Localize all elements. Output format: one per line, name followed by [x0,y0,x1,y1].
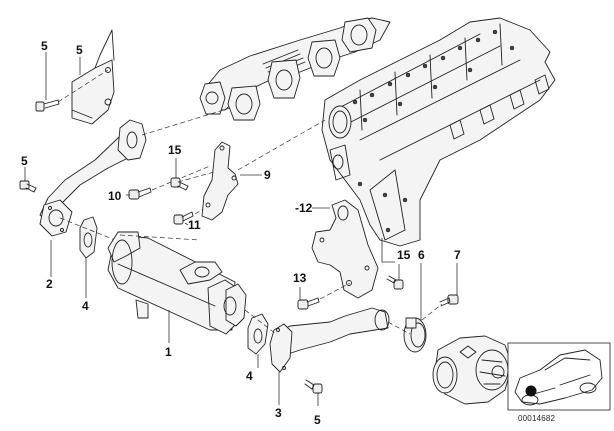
bolt-upper [19,180,37,193]
collar-bolt-upper [170,177,189,191]
callout-4-lower: 4 [246,369,253,383]
bolt-lower [304,379,323,394]
callout-5-lower: 5 [314,413,321,427]
callout-7: 5 [41,39,48,53]
leader-lines [24,52,458,406]
exhaust-manifold [199,17,391,121]
callout-12: 11 [188,218,201,232]
callout-14: 13 [293,271,307,285]
clamp [403,317,427,353]
egr-valve [432,335,513,405]
callout-4-upper: 4 [82,299,89,313]
egr-pipe-lower [269,307,390,373]
callout-1: 1 [165,345,172,359]
bracket-lower-bolt [297,297,320,310]
diagram-reference-code: 00014682 [518,414,556,423]
callout-9: 7 [454,248,461,262]
vehicle-location-inset [507,342,611,411]
callout-11: 10 [108,189,122,203]
bracket-bolt [128,187,152,200]
callout-8: 6 [418,248,425,262]
callout-3: 3 [275,406,282,420]
gasket-upper [79,216,98,259]
collar-bolt-lower [386,275,404,290]
callout-6: 5 [76,43,83,57]
egr-pipe-upper [39,119,147,237]
location-marker [525,385,537,397]
callout-2: 2 [46,277,53,291]
bracket-upper [201,141,239,221]
callout-15-upper: 15 [168,143,182,157]
gasket-lower [247,313,269,355]
callout-13: -12 [295,201,313,215]
callout-10: 9 [264,168,271,182]
egr-cooler [107,231,247,335]
shield-bolt [35,99,60,112]
heat-shield [71,29,115,125]
cylinder-head [321,17,556,247]
bracket-lower [311,199,379,299]
callout-15-lower: 15 [397,248,411,262]
cooler-bolt [173,211,194,225]
valve-bolt [439,294,459,307]
callout-5-upper: 5 [21,154,28,168]
